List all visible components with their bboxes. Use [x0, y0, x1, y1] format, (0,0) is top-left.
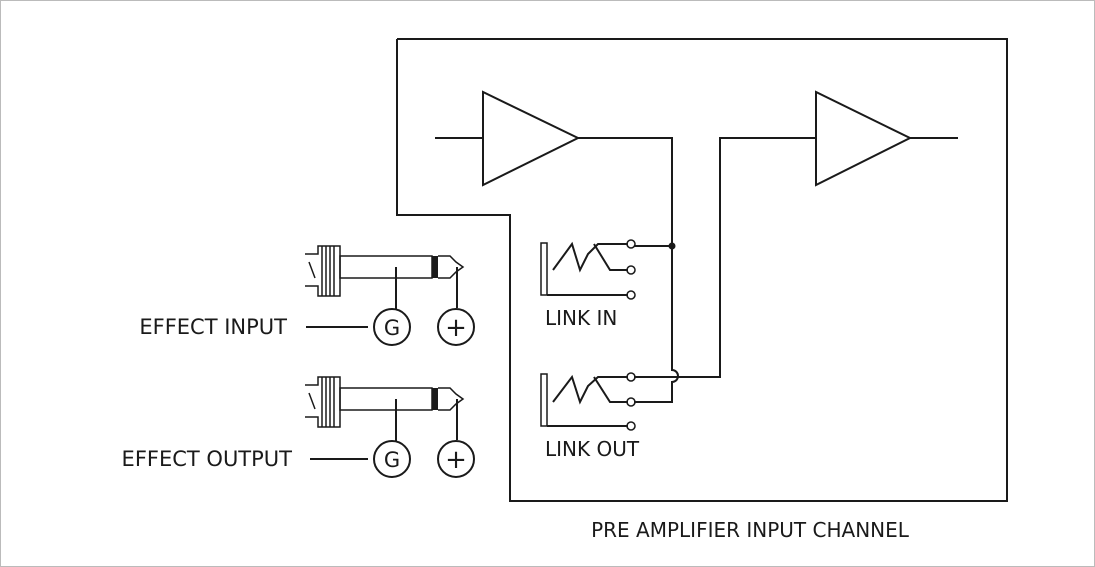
- channel-outline: [396, 38, 1008, 502]
- effect-input-plus-symbol: [437, 308, 475, 346]
- effect-input-ground-text: G: [384, 316, 400, 340]
- link-in-label: LINK IN: [545, 306, 617, 330]
- amp1-output-wire: [578, 137, 673, 246]
- effect-input-plus-text: +: [445, 313, 467, 343]
- link-out-return-wire: [634, 246, 679, 403]
- link-in-jack-icon: [540, 239, 636, 300]
- effect-output-plus-text: +: [445, 445, 467, 475]
- amplifier-2-triangle: [815, 90, 913, 187]
- link-out-jack-icon: [540, 372, 636, 431]
- effect-input-plug-icon: [305, 245, 465, 297]
- effect-output-plug-icon: [305, 376, 465, 428]
- link-out-label: LINK OUT: [545, 437, 640, 461]
- amp2-input-wire: [634, 137, 816, 378]
- amplifier-1-triangle: [482, 90, 581, 187]
- effect-input-ground-symbol: [373, 308, 411, 346]
- effect-output-ground-text: G: [384, 448, 400, 472]
- effect-output-plus-symbol: [437, 440, 475, 478]
- effect-output-ground-symbol: [373, 440, 411, 478]
- channel-title: PRE AMPLIFIER INPUT CHANNEL: [591, 518, 910, 542]
- effect-output-label: EFFECT OUTPUT: [122, 447, 293, 471]
- effect-input-label: EFFECT INPUT: [139, 315, 287, 339]
